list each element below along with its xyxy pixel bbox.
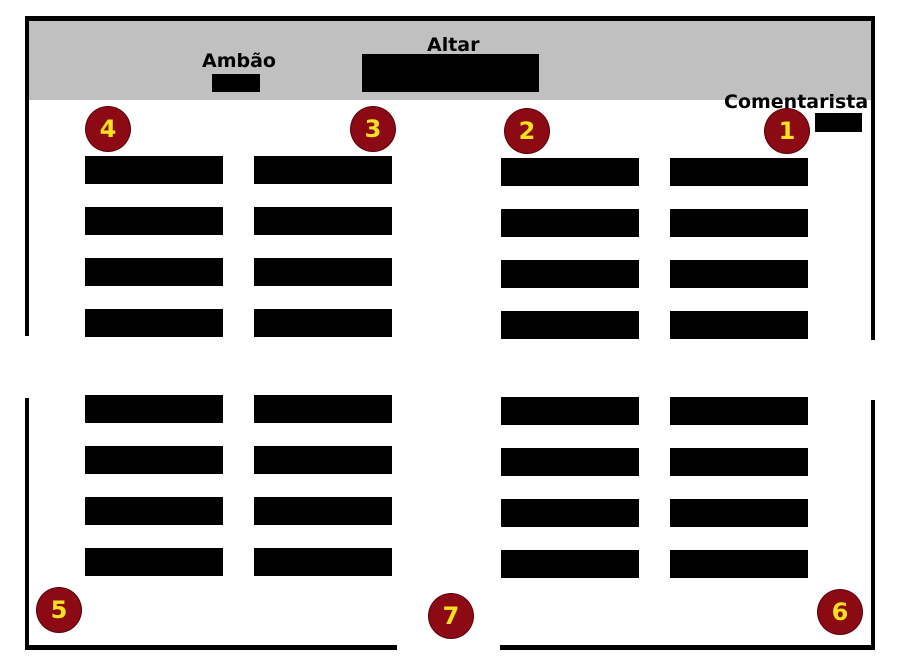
pew [254,207,392,235]
pew [501,499,639,527]
pew [254,395,392,423]
position-badge-7: 7 [429,594,473,638]
position-badge-1: 1 [765,109,809,153]
pew [501,448,639,476]
comentarista-stand [815,113,862,132]
pew [85,258,223,286]
pew [254,309,392,337]
altar-table [362,54,539,92]
pew [501,397,639,425]
position-badge-6: 6 [818,590,862,634]
pew [85,497,223,525]
comentarista-label: Comentarista [724,91,869,113]
pew [85,446,223,474]
wall-left-upper [25,16,29,336]
pew [670,260,808,288]
pew [501,209,639,237]
wall-bottom-left [25,645,397,650]
pew [670,397,808,425]
pew [254,446,392,474]
wall-right-upper [871,16,875,340]
pew [501,311,639,339]
pew [501,260,639,288]
pew [85,395,223,423]
pew [670,499,808,527]
pew [670,448,808,476]
pew [254,258,392,286]
ambao-lectern [212,74,260,92]
pew [85,309,223,337]
pew [501,550,639,578]
pew [670,158,808,186]
ambao-label: Ambão [202,50,276,72]
pew [670,209,808,237]
pew [85,548,223,576]
position-badge-4: 4 [86,107,130,151]
pew [670,311,808,339]
position-badge-5: 5 [37,588,81,632]
pew [254,548,392,576]
pew [85,207,223,235]
wall-right-lower [871,400,875,650]
altar-label: Altar [427,34,480,56]
wall-left-lower [25,398,29,650]
position-badge-3: 3 [351,107,395,151]
pew [85,156,223,184]
pew [670,550,808,578]
position-badge-2: 2 [505,109,549,153]
wall-top [25,16,875,21]
pew [501,158,639,186]
pew [254,156,392,184]
wall-bottom-right [500,645,875,650]
pew [254,497,392,525]
